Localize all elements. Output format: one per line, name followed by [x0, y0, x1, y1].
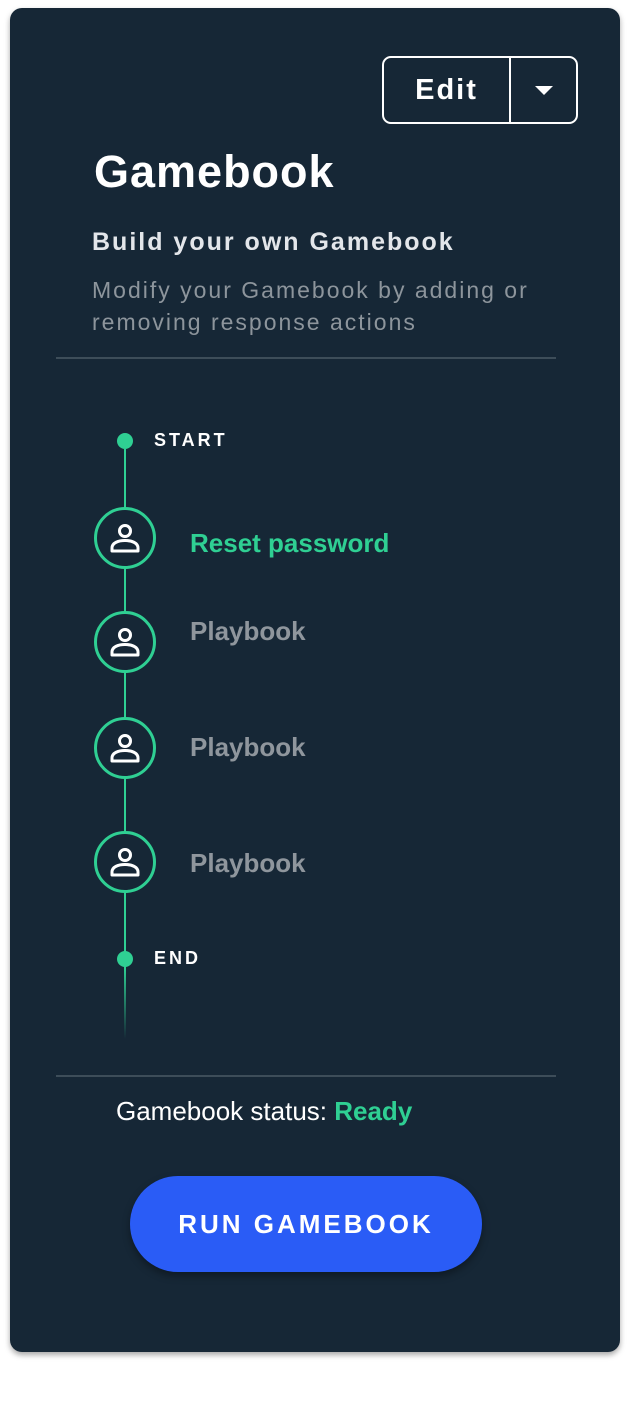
- section-description: Modify your Gamebook by adding or removi…: [92, 277, 529, 335]
- gamebook-card: Edit Gamebook Build your own Gamebook Mo…: [10, 8, 620, 1352]
- step-node-playbook[interactable]: [94, 831, 156, 893]
- start-dot: [117, 433, 133, 449]
- edit-dropdown-button[interactable]: [511, 58, 576, 122]
- step-label[interactable]: Playbook: [190, 848, 306, 878]
- user-icon: [110, 524, 140, 553]
- end-dot: [117, 951, 133, 967]
- step-label[interactable]: Reset password: [190, 528, 390, 558]
- timeline-line: [124, 449, 126, 967]
- user-icon: [110, 628, 140, 657]
- step-node-playbook[interactable]: [94, 611, 156, 673]
- top-divider: [56, 357, 556, 359]
- step-node-playbook[interactable]: [94, 717, 156, 779]
- edit-split-button: Edit: [382, 56, 578, 124]
- end-label: END: [154, 948, 202, 968]
- edit-button[interactable]: Edit: [384, 58, 511, 122]
- caret-down-icon: [534, 85, 553, 95]
- gamebook-status: Gamebook status: Ready: [116, 1096, 412, 1127]
- status-badge: Ready: [334, 1096, 413, 1126]
- step-label[interactable]: Playbook: [190, 616, 306, 646]
- section-subtitle: Build your own Gamebook: [92, 228, 455, 256]
- status-label: Gamebook status:: [116, 1096, 327, 1126]
- step-node-reset-password[interactable]: [94, 507, 156, 569]
- start-label: START: [154, 430, 228, 450]
- run-gamebook-button[interactable]: RUN GAMEBOOK: [130, 1176, 482, 1272]
- page-title: Gamebook: [94, 146, 335, 197]
- timeline-tail: [124, 967, 126, 1039]
- step-label[interactable]: Playbook: [190, 732, 306, 762]
- user-icon: [110, 848, 140, 877]
- bottom-divider: [56, 1075, 556, 1077]
- user-icon: [110, 734, 140, 763]
